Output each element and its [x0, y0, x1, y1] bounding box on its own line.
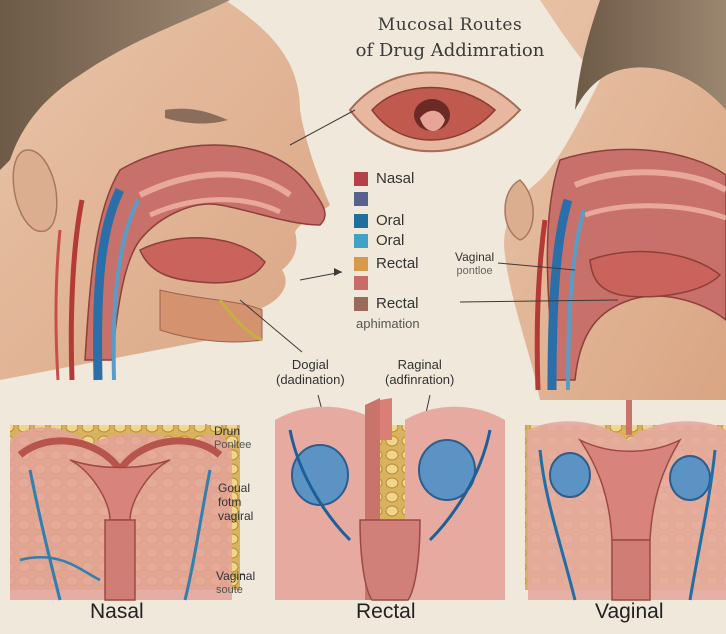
annotation-line: Ponltee — [214, 438, 251, 452]
rectal-panel-middle — [275, 398, 505, 600]
annotation-aphimation: aphimation — [356, 316, 420, 331]
legend-item: Oral — [354, 212, 404, 229]
annotation-line: (dadination) — [276, 372, 345, 387]
label-vaginal: Vaginal — [595, 600, 664, 624]
annotation-vaginal-route: Vaginal pontloe — [455, 250, 494, 278]
title-line-1: Mucosal Routes — [300, 12, 600, 38]
eye-illustration — [350, 73, 520, 152]
uterus-panel-left — [10, 425, 240, 600]
annotation-gosal: Goual fotm vagiral — [218, 481, 253, 523]
legend-swatch — [354, 214, 368, 228]
legend-item: Rectal — [354, 255, 419, 272]
legend-item: Nasal — [354, 170, 414, 187]
legend-label: Rectal — [376, 255, 419, 272]
legend-swatch — [354, 172, 368, 186]
legend-swatch — [354, 276, 368, 290]
annotation-line: vagiral — [218, 509, 253, 523]
vaginal-panel-right — [525, 400, 726, 600]
annotation-line: Drun — [214, 424, 251, 438]
annotation-dogial: Dogial (dadination) — [276, 357, 345, 387]
legend-swatch — [354, 234, 368, 248]
title-line-2: of Drug Addimration — [300, 38, 600, 64]
legend-label: Rectal — [376, 295, 419, 312]
label-nasal: Nasal — [90, 600, 144, 624]
legend-swatch — [354, 192, 368, 206]
annotation-vaginal-soute: Vaginal soute — [216, 569, 255, 597]
legend-swatch — [354, 257, 368, 271]
legend-item: Rectal — [354, 295, 419, 312]
diagram-title: Mucosal Routes of Drug Addimration — [300, 12, 600, 64]
annotation-drug: Drun Ponltee — [214, 424, 251, 452]
legend-swatch — [354, 297, 368, 311]
legend-label: Oral — [376, 212, 404, 229]
annotation-line: Raginal — [385, 357, 454, 372]
annotation-line: fotm — [218, 495, 253, 509]
annotation-line: soute — [216, 583, 255, 597]
legend-item — [354, 276, 376, 290]
label-rectal: Rectal — [356, 600, 416, 624]
annotation-line: Dogial — [276, 357, 345, 372]
legend-item: Oral — [354, 232, 404, 249]
legend-label: Nasal — [376, 170, 414, 187]
annotation-line: (adfinration) — [385, 372, 454, 387]
annotation-line: Goual — [218, 481, 253, 495]
legend-item — [354, 192, 376, 206]
annotation-raginal: Raginal (adfinration) — [385, 357, 454, 387]
annotation-line: pontloe — [455, 264, 494, 278]
legend-label: Oral — [376, 232, 404, 249]
annotation-line: Vaginal — [216, 569, 255, 583]
annotation-line: Vaginal — [455, 250, 494, 264]
